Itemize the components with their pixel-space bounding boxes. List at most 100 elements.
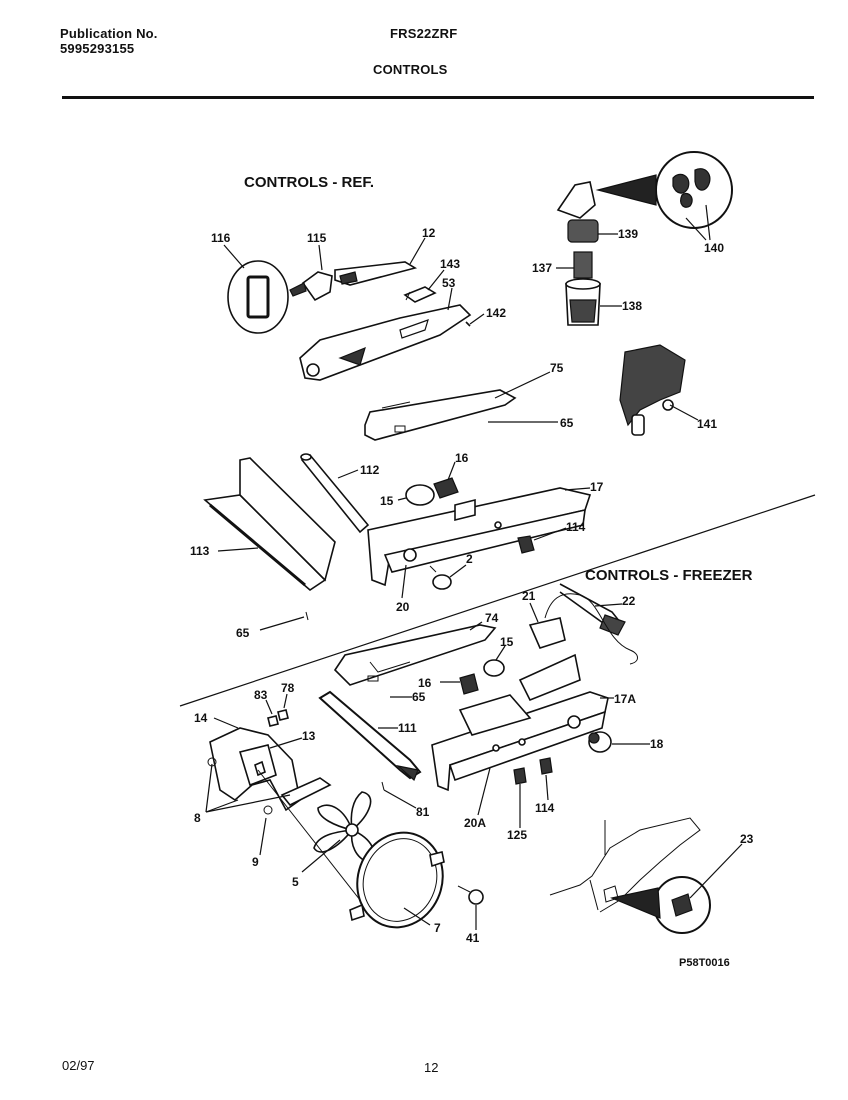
- part-81-screw: [381, 781, 385, 791]
- part-74-cover-plate: [333, 624, 497, 686]
- part-141-damper-control: [619, 344, 686, 436]
- part-115-switch: [289, 271, 333, 302]
- callout-65b: 65: [236, 626, 250, 640]
- part-113-angle-bracket: [203, 457, 336, 592]
- leader-13: [269, 737, 303, 749]
- callout-18: 18: [650, 737, 664, 751]
- callout-143: 143: [440, 257, 460, 271]
- part-65-screw: [305, 611, 309, 621]
- callout-12: 12: [422, 226, 436, 240]
- part-75-cover-plate: [364, 389, 517, 441]
- footer-date: 02/97: [62, 1058, 95, 1073]
- part-7-fan-shroud: [349, 831, 445, 929]
- part-83: [267, 715, 279, 727]
- part-111-harness: [318, 690, 422, 782]
- callout-112: 112: [360, 463, 380, 477]
- leader-116: [223, 244, 245, 269]
- callout-114a: 114: [566, 520, 586, 534]
- page-number: 12: [424, 1060, 439, 1075]
- part-17a-freezer-housing: [431, 653, 609, 792]
- leader-17: [564, 487, 591, 491]
- callout-53: 53: [442, 276, 456, 290]
- leader-23: [689, 843, 743, 899]
- callout-15a: 15: [380, 494, 394, 508]
- callout-9: 9: [252, 855, 259, 869]
- callout-16a: 16: [455, 451, 469, 465]
- leader-114b: [545, 774, 549, 801]
- leader-81: [383, 789, 417, 809]
- part-15-bulb: [405, 484, 435, 506]
- leader-140-a: [685, 217, 707, 241]
- callout-83: 83: [254, 688, 268, 702]
- part-114-freezer-knob: [539, 757, 553, 775]
- callout-78: 78: [281, 681, 295, 695]
- drawing-code: P58T0016: [679, 957, 730, 969]
- part-23-cabinet-detail: [549, 817, 711, 934]
- callout-8: 8: [194, 811, 201, 825]
- part-16-socket: [433, 477, 459, 499]
- callout-17a: 17A: [614, 692, 636, 706]
- part-18-knob: [588, 731, 612, 753]
- part-22-sensor: [559, 583, 626, 636]
- leader-112: [337, 469, 359, 479]
- leader-114a: [533, 527, 567, 541]
- callout-81: 81: [416, 805, 430, 819]
- leader-15b: [495, 645, 506, 661]
- part-143-clip: [403, 286, 437, 303]
- callout-15b: 15: [500, 635, 514, 649]
- callout-20a: 20A: [464, 816, 486, 830]
- leader-143: [427, 269, 445, 291]
- callout-111: 111: [398, 721, 417, 735]
- part-116-lens: [227, 260, 289, 334]
- publication-label: Publication No.: [60, 26, 158, 41]
- leader-8b: [205, 799, 239, 813]
- callout-65c: 65: [412, 690, 426, 704]
- callout-113: 113: [190, 544, 210, 558]
- publication-number: 5995293155: [60, 41, 135, 56]
- leader-9: [259, 817, 267, 856]
- leader-12: [409, 237, 426, 265]
- part-139-thermostat-top: [556, 181, 599, 243]
- leader-20a: [477, 767, 491, 816]
- callout-138: 138: [622, 299, 642, 313]
- leader-75: [494, 371, 551, 399]
- callout-137: 137: [532, 261, 552, 275]
- section-title: CONTROLS: [373, 62, 448, 77]
- part-12-light-shield: [334, 261, 418, 286]
- callout-5: 5: [292, 875, 299, 889]
- callout-141: 141: [697, 417, 717, 431]
- leader-8a: [205, 763, 213, 813]
- part-41-screw: [457, 885, 484, 905]
- callout-125: 125: [507, 828, 527, 842]
- leader-7: [403, 907, 431, 926]
- callout-7: 7: [434, 921, 441, 935]
- leader-5: [301, 839, 341, 873]
- ref-section-title: CONTROLS - REF.: [244, 174, 374, 191]
- part-13-fan-motor: [238, 744, 332, 807]
- callout-74: 74: [485, 611, 499, 625]
- part-21-thermostat: [528, 593, 638, 665]
- part-16-freezer-socket: [459, 673, 479, 695]
- freezer-section-title: CONTROLS - FREEZER: [585, 567, 753, 584]
- part-5-fan-blade: [313, 791, 375, 863]
- leader-65b: [259, 616, 305, 631]
- part-125-knob: [513, 767, 527, 785]
- leader-115: [318, 244, 323, 271]
- leader-83: [265, 699, 273, 715]
- part-17-control-housing: [367, 487, 592, 587]
- callout-14: 14: [194, 711, 208, 725]
- part-114-knob: [517, 535, 535, 554]
- callout-139: 139: [618, 227, 638, 241]
- part-2-knob: [429, 565, 452, 590]
- leader-53: [447, 287, 453, 311]
- leader-14: [213, 717, 239, 729]
- leader-8c: [205, 794, 291, 813]
- leader-113: [217, 547, 259, 552]
- callout-21: 21: [522, 589, 536, 603]
- callout-115: 115: [307, 231, 327, 245]
- part-53-control-housing: [299, 304, 472, 381]
- callout-140: 140: [704, 241, 724, 255]
- leader-2: [449, 564, 467, 578]
- part-137-capillary: [573, 251, 593, 279]
- callout-75: 75: [550, 361, 564, 375]
